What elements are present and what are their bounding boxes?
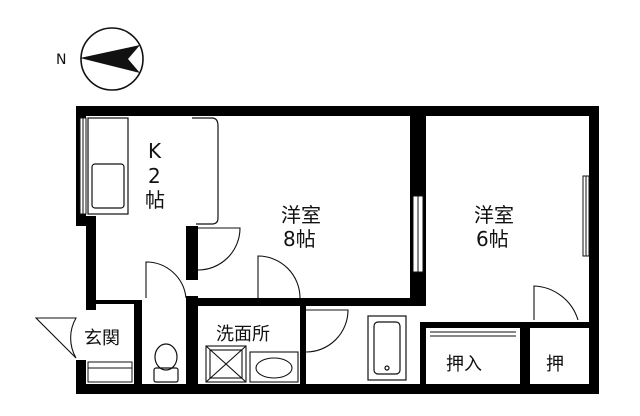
door-bath — [305, 309, 349, 353]
wash-basin — [249, 351, 299, 383]
washing-machine-area — [205, 345, 247, 383]
closet-1-label: 押入 — [446, 354, 482, 375]
kitchen-counter — [87, 117, 219, 225]
western-6-label-1: 洋室 — [474, 203, 514, 227]
windows — [79, 117, 590, 273]
inner-walls — [86, 116, 590, 384]
western-8-label-1: 洋室 — [281, 203, 321, 227]
door-kitchen-western — [197, 227, 241, 271]
door-entrance — [34, 317, 77, 359]
bathtub — [367, 315, 407, 381]
western-6-label-2: 6帖 — [476, 227, 509, 251]
washroom-label: 洗面所 — [216, 324, 270, 345]
entrance-label: 玄関 — [84, 328, 120, 349]
kitchen-label-num: 2 — [148, 164, 161, 188]
compass: N — [56, 27, 144, 91]
toilet — [153, 343, 179, 383]
compass-needle-icon — [80, 45, 140, 73]
western-8-label-2: 8帖 — [283, 227, 316, 251]
genkan-shelf — [87, 361, 133, 383]
door-western-washroom — [257, 255, 301, 299]
door-closet-small — [533, 285, 579, 321]
door-swings — [34, 227, 579, 359]
compass-label: N — [56, 52, 66, 68]
kitchen-sink — [91, 163, 125, 209]
door-toilet — [145, 261, 187, 299]
closet-2-label: 押 — [546, 354, 564, 375]
kitchen-label-jo: 帖 — [145, 188, 165, 212]
kitchen-label-k: K — [148, 139, 162, 163]
refrigerator-space — [192, 117, 219, 225]
